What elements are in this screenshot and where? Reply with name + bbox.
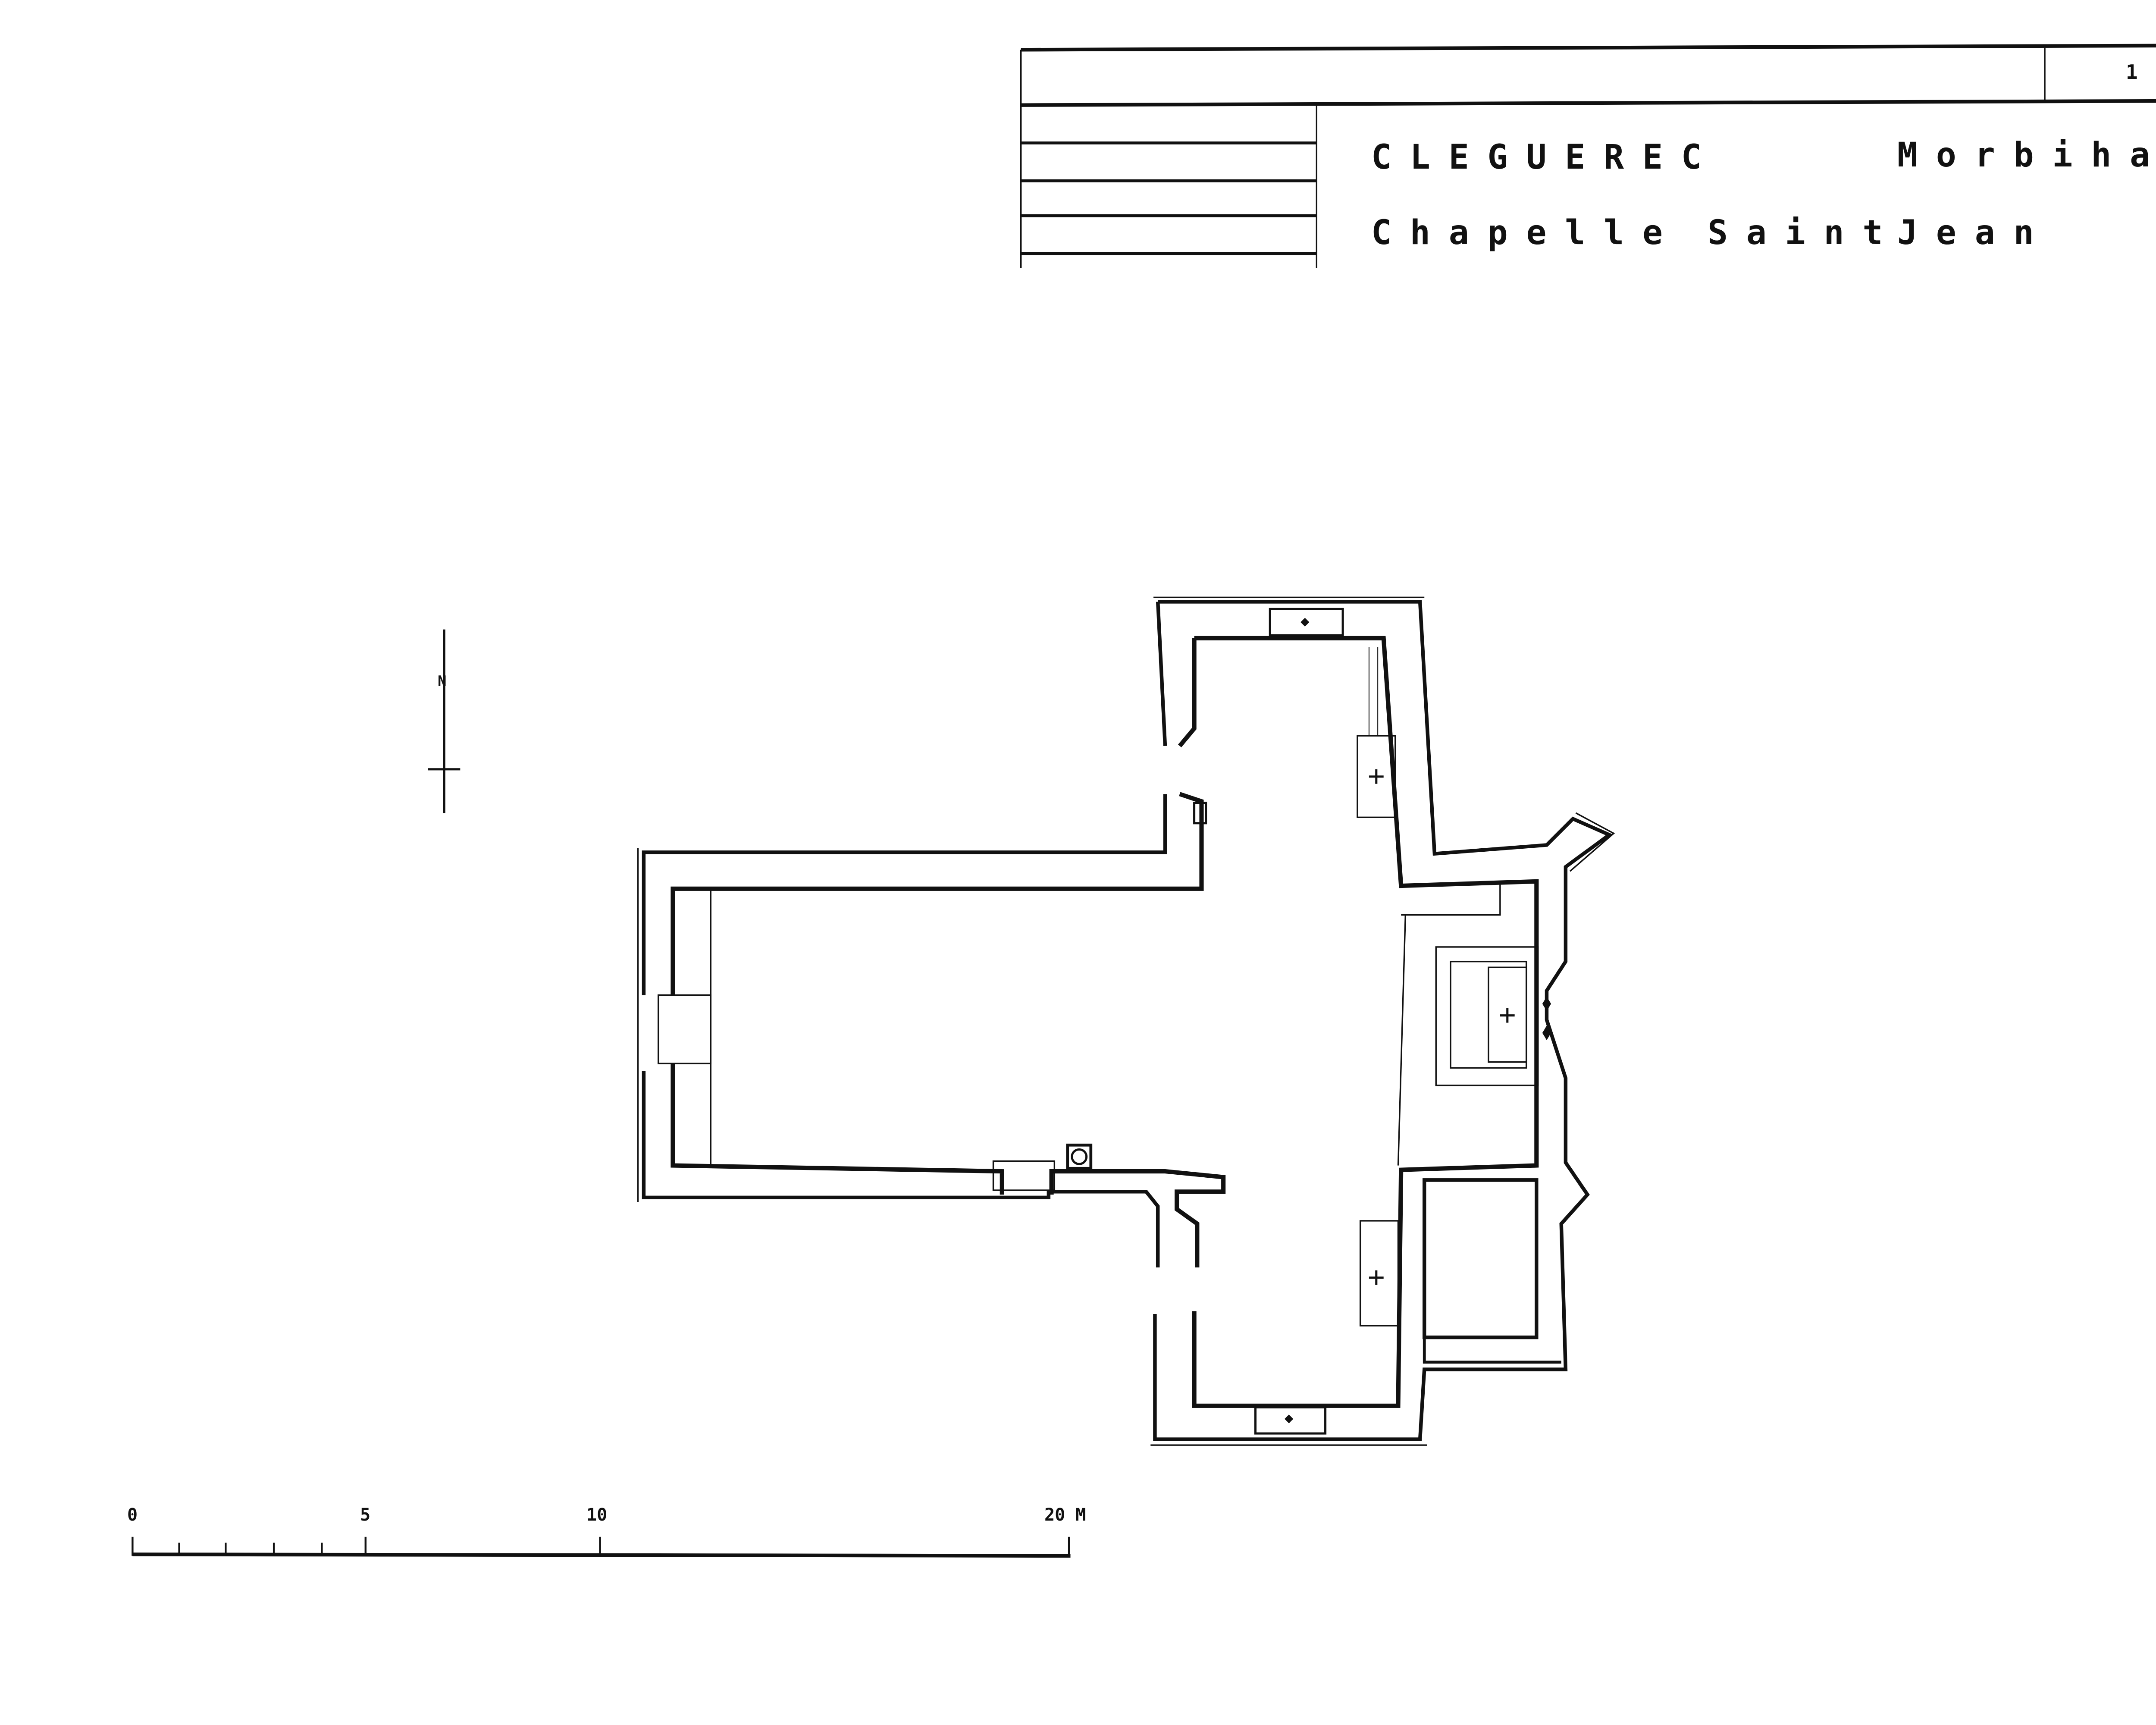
pier	[1193, 801, 1207, 825]
department-name: Morbihan	[1897, 136, 2156, 175]
diamond-marks	[1285, 618, 1551, 1424]
title-block-frame	[1020, 44, 2156, 268]
building-name-word: Saint	[1708, 213, 1902, 252]
sacristy-outer	[1423, 1337, 1561, 1364]
scale-label: 0	[127, 1505, 138, 1525]
font	[1066, 1143, 1093, 1170]
west-door	[657, 994, 711, 1064]
south-door	[992, 1160, 1056, 1191]
outer-wall-outline	[642, 600, 1613, 1441]
commune-name: CLEGUEREC	[1371, 138, 1720, 177]
main-altar	[1488, 966, 1527, 1063]
sheet-number: 1	[2126, 60, 2138, 84]
sacristy-wall	[1423, 1178, 1539, 1339]
chapel-floor-plan	[637, 596, 1615, 1446]
north-arrow-icon	[428, 629, 461, 813]
scale-label: 5	[360, 1505, 371, 1525]
scale-bar	[132, 1537, 1071, 1558]
north-altar	[1357, 735, 1396, 818]
north-window	[1269, 608, 1344, 637]
outer-thin-line	[637, 596, 1615, 1446]
south-altar	[1359, 1220, 1399, 1327]
inner-wall-outline	[671, 636, 1539, 1408]
scale-label: 10	[586, 1505, 608, 1525]
north-label: N	[438, 673, 447, 690]
cross-icon	[1369, 769, 1515, 1285]
south-window	[1254, 1406, 1327, 1435]
scale-label: 20 M	[1044, 1505, 1086, 1525]
step-line	[1397, 915, 1407, 1166]
main-altar-step	[1435, 946, 1539, 1086]
step-line	[1401, 881, 1501, 916]
building-name-word: Jean	[1897, 213, 2053, 252]
building-name-word: Chapelle	[1371, 213, 1681, 252]
